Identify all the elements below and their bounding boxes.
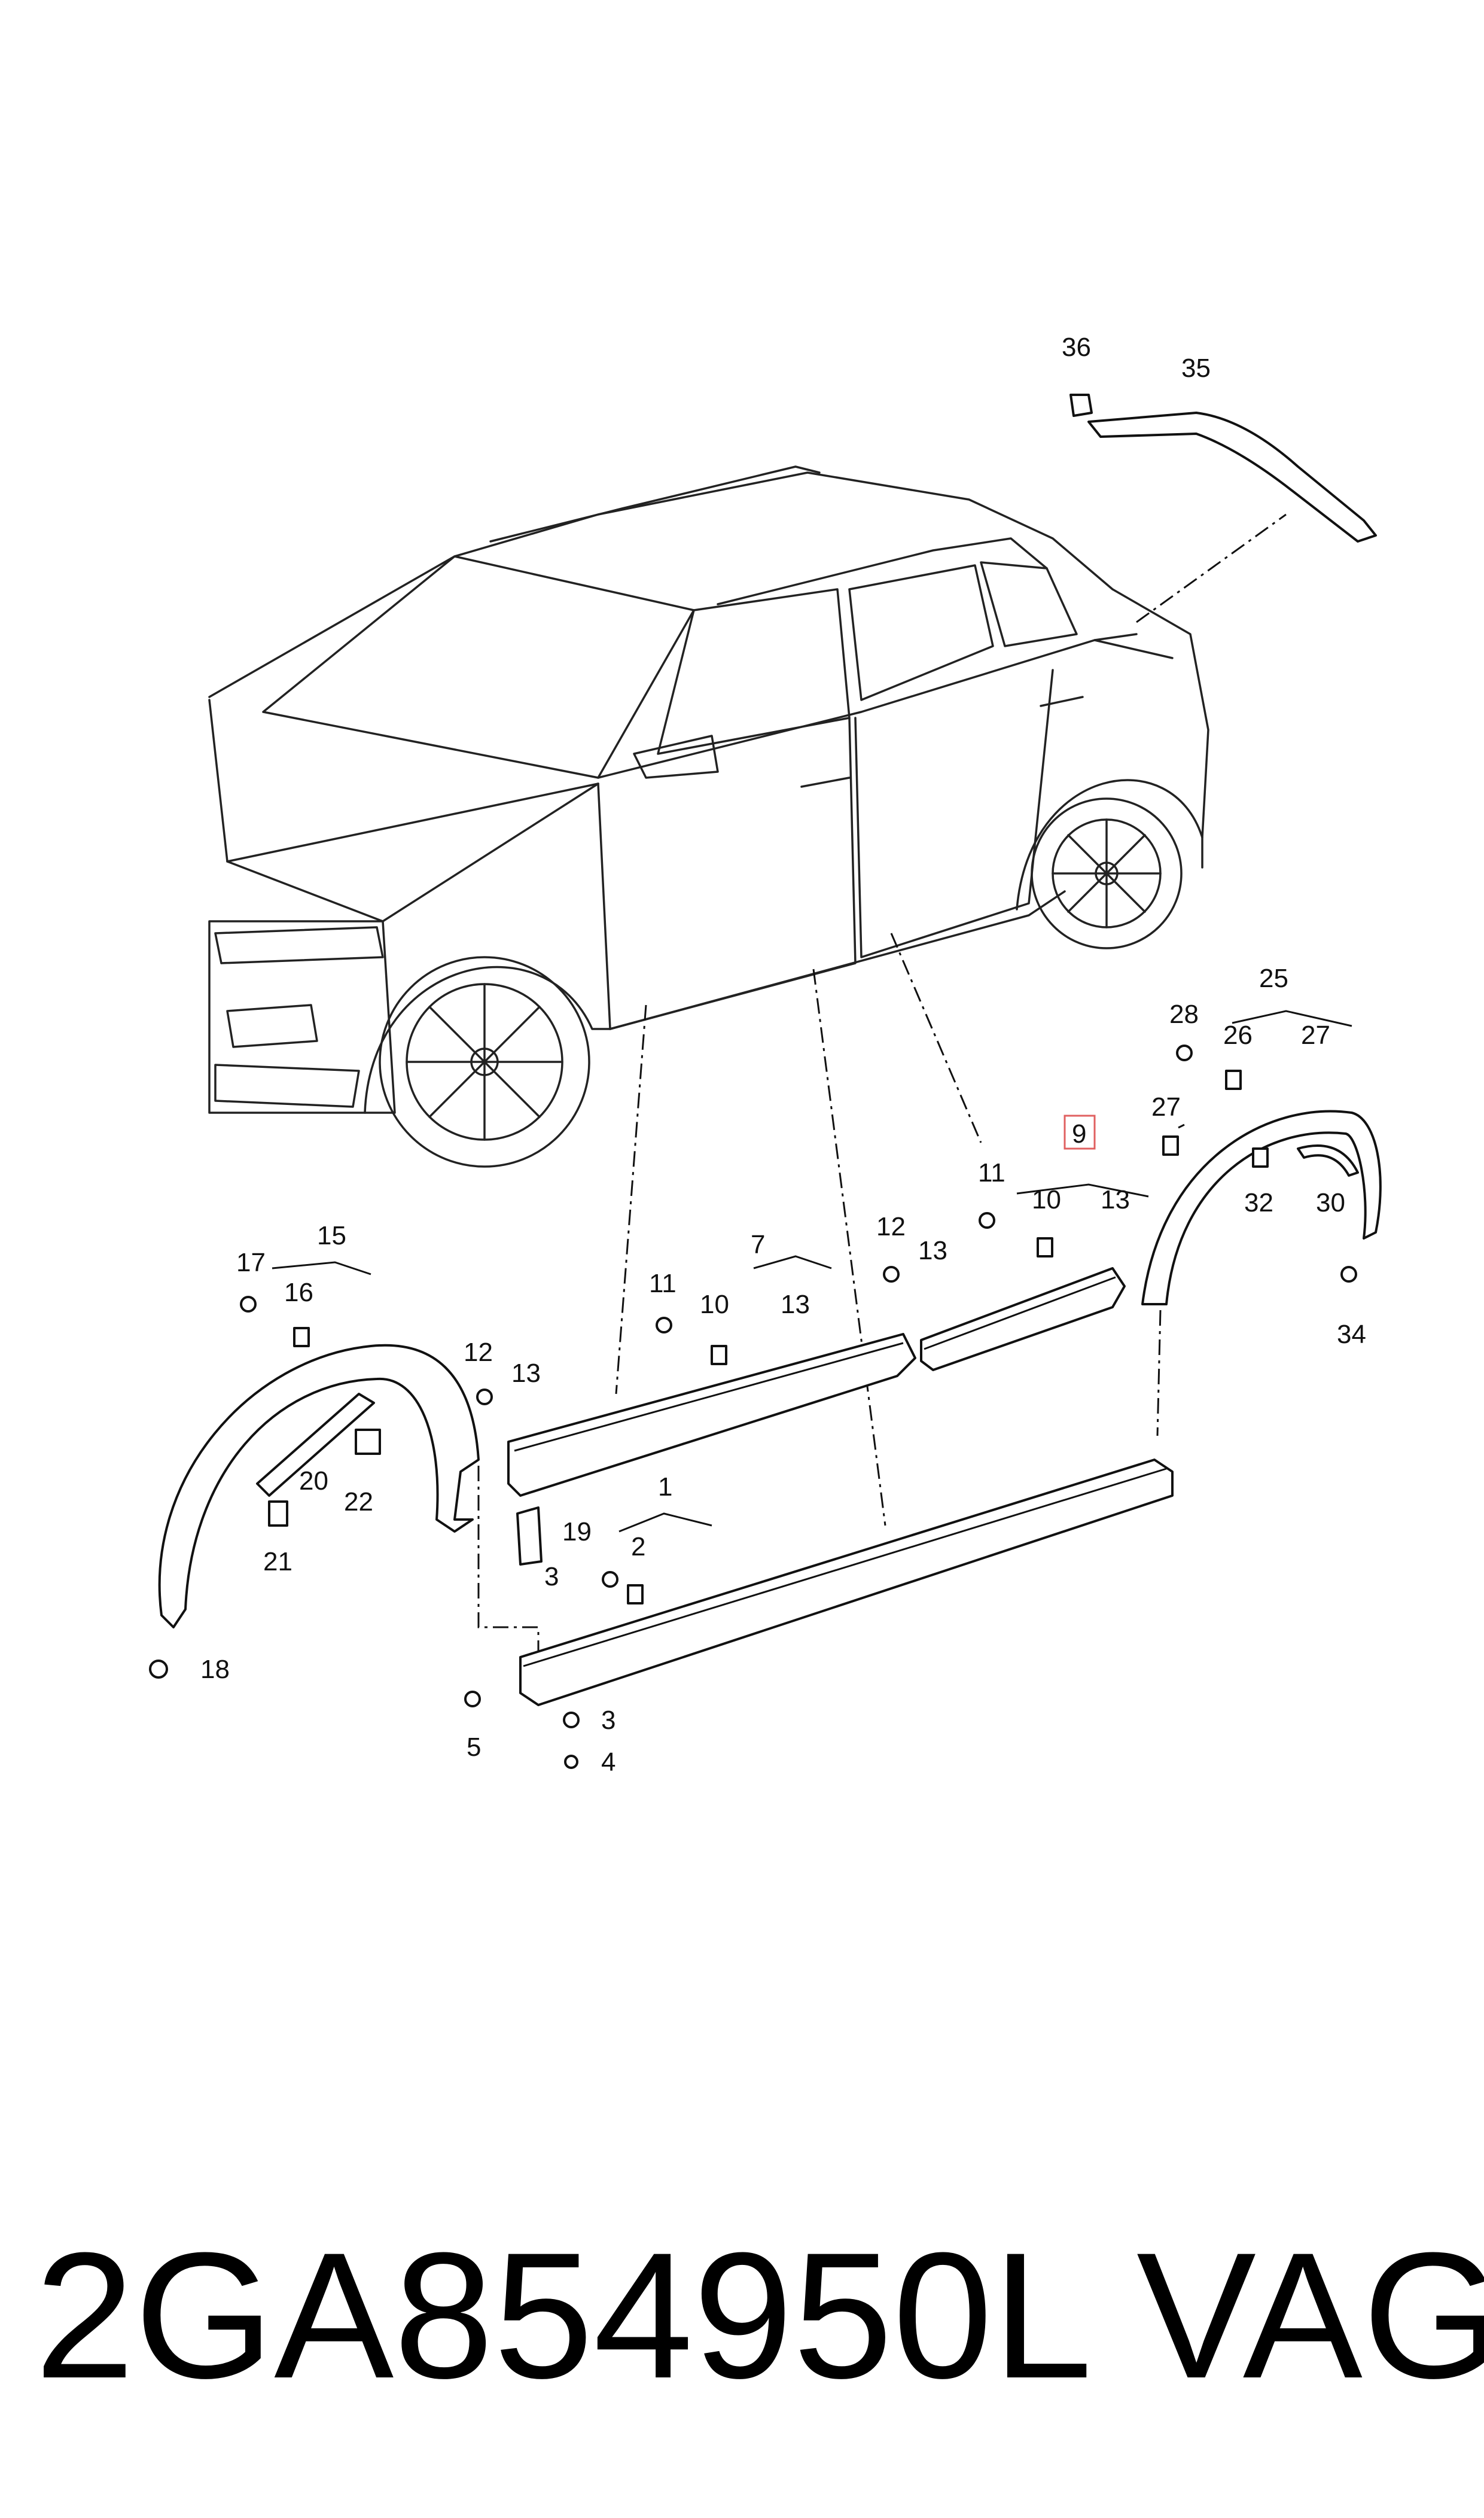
callout-27a: 27 bbox=[1151, 1092, 1181, 1122]
callout-26: 26 bbox=[1223, 1021, 1253, 1050]
callout-21: 21 bbox=[263, 1547, 292, 1576]
callout-22: 22 bbox=[344, 1487, 373, 1517]
part-9 bbox=[920, 1267, 1126, 1371]
callout-13b: 13 bbox=[781, 1290, 810, 1319]
callout-4: 4 bbox=[601, 1747, 615, 1777]
callout-19: 19 bbox=[562, 1517, 592, 1546]
part-20 bbox=[256, 1393, 375, 1497]
part-35 bbox=[1087, 412, 1377, 543]
vehicle-illustration bbox=[208, 465, 1209, 1168]
callout-10a: 10 bbox=[700, 1290, 729, 1319]
part-36 bbox=[1069, 394, 1093, 417]
callout-35: 35 bbox=[1181, 354, 1211, 383]
callout-13c: 13 bbox=[918, 1236, 947, 1265]
callout-13d: 13 bbox=[1101, 1185, 1130, 1214]
callout-32: 32 bbox=[1244, 1188, 1273, 1217]
callout-17: 17 bbox=[236, 1248, 266, 1277]
callout-34: 34 bbox=[1337, 1320, 1366, 1349]
callout-10b: 10 bbox=[1032, 1185, 1061, 1214]
callout-13a: 13 bbox=[511, 1359, 541, 1388]
part-25 bbox=[1141, 1110, 1382, 1305]
callout-12b: 12 bbox=[876, 1212, 906, 1241]
parts bbox=[149, 394, 1382, 1769]
callout-11b: 11 bbox=[978, 1158, 1005, 1188]
callout-9: 9 bbox=[1072, 1119, 1086, 1149]
highlight-box-9 bbox=[1064, 1115, 1096, 1150]
callout-20: 20 bbox=[299, 1466, 328, 1496]
callouts: 1 2 3 3 4 5 7 9 10 10 11 11 12 12 13 13 … bbox=[200, 333, 1366, 1777]
callout-15: 15 bbox=[317, 1221, 346, 1250]
part-21 bbox=[268, 1500, 288, 1527]
callout-11a: 11 bbox=[649, 1269, 677, 1298]
part-7 bbox=[507, 1333, 916, 1497]
part-15 bbox=[158, 1344, 480, 1628]
callout-5: 5 bbox=[467, 1733, 481, 1762]
part-22 bbox=[355, 1429, 381, 1455]
callout-3a: 3 bbox=[544, 1562, 559, 1591]
brand-label: VAG bbox=[1136, 2215, 1484, 2416]
callout-36: 36 bbox=[1062, 333, 1091, 362]
callout-3b: 3 bbox=[601, 1706, 615, 1735]
callout-18: 18 bbox=[200, 1655, 230, 1684]
callout-30: 30 bbox=[1316, 1188, 1345, 1217]
part-number-label: 2GA854950L bbox=[35, 2215, 1093, 2416]
part-19 bbox=[516, 1506, 543, 1566]
callout-27b: 27 bbox=[1301, 1021, 1330, 1050]
callout-25: 25 bbox=[1259, 964, 1288, 993]
part-30 bbox=[1297, 1144, 1359, 1177]
callout-12a: 12 bbox=[464, 1338, 493, 1367]
callout-16: 16 bbox=[284, 1278, 313, 1307]
part-1 bbox=[519, 1459, 1174, 1706]
fasteners bbox=[149, 1045, 1357, 1769]
callout-1: 1 bbox=[658, 1472, 672, 1502]
callout-28: 28 bbox=[1169, 1000, 1199, 1029]
callout-2: 2 bbox=[631, 1532, 645, 1561]
callout-7: 7 bbox=[751, 1230, 765, 1259]
